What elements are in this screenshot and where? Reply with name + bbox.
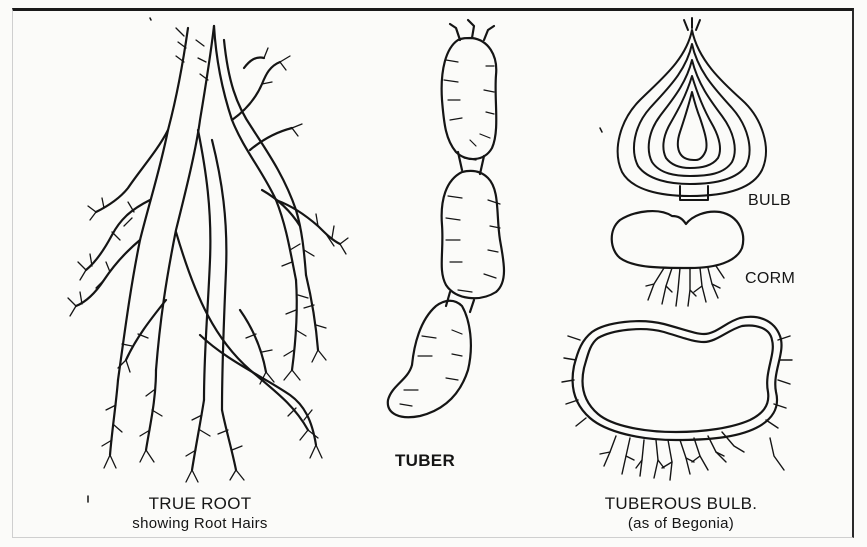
tuber-shading [400, 60, 500, 406]
tuber-illustration [388, 20, 504, 417]
true-root-subtitle: showing Root Hairs [90, 515, 310, 532]
tuber-label: TUBER [370, 451, 480, 471]
tuberous-bulb-roots [562, 336, 792, 480]
corm-label: CORM [745, 270, 825, 288]
corm-illustration [612, 211, 743, 268]
true-root-illustration [76, 26, 340, 470]
tuberous-bulb-title: TUBEROUS BULB. [566, 494, 796, 514]
bulb-label: BULB [748, 192, 818, 210]
tuberous-bulb-illustration [573, 317, 782, 440]
tuberous-bulb-subtitle: (as of Begonia) [566, 515, 796, 532]
corm-roots [646, 266, 724, 306]
true-root-title: TRUE ROOT [90, 494, 310, 514]
bulb-illustration [618, 18, 766, 200]
paper-specks [88, 18, 602, 502]
